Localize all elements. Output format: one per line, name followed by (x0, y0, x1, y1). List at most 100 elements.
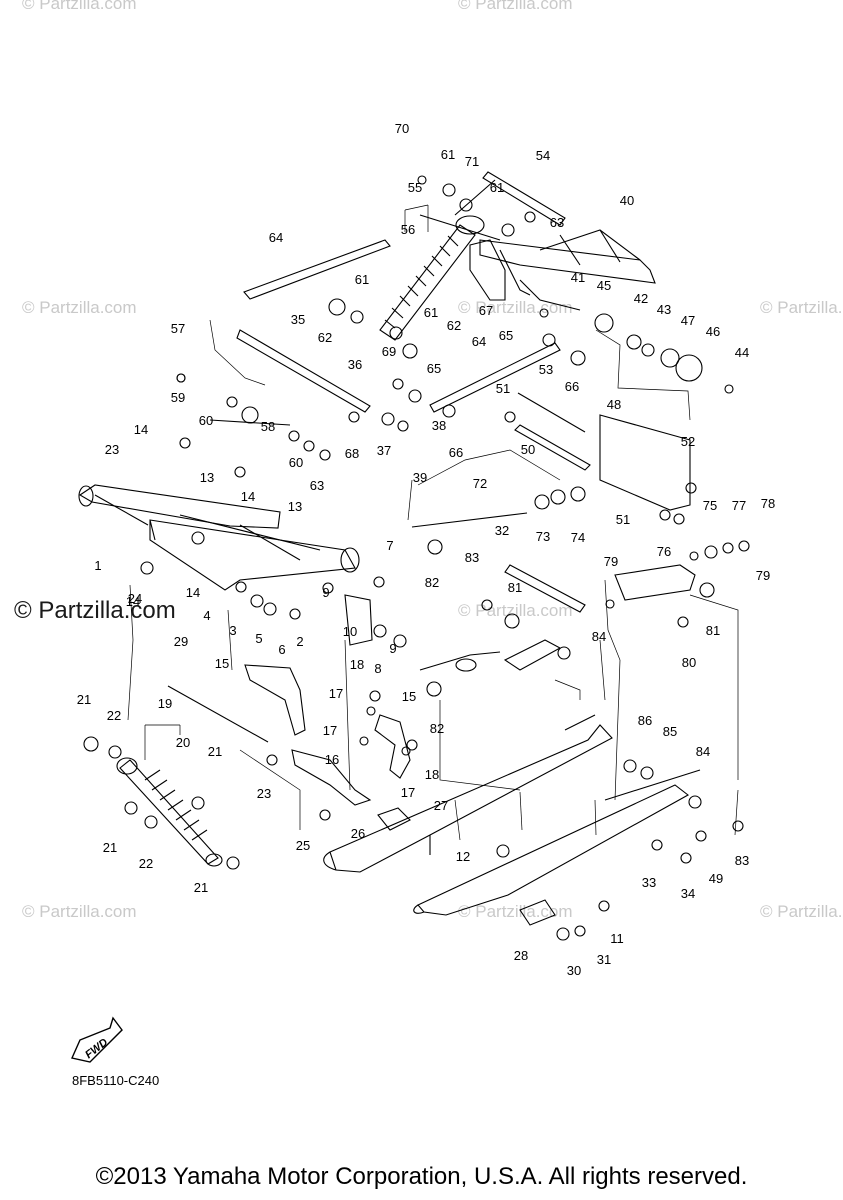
part-number-label: 21 (103, 840, 117, 855)
part-number-label: 9 (322, 585, 329, 600)
fwd-arrow (71, 1016, 123, 1063)
part-number-label: 53 (539, 362, 553, 377)
watermark: © Partzilla.com (458, 0, 573, 13)
part-number-label: 14 (126, 594, 140, 609)
watermark: © Partzilla.com (22, 298, 137, 317)
part-number-label: 10 (343, 624, 357, 639)
part-number-label: 19 (158, 696, 172, 711)
watermark: © Partzilla.com (760, 298, 843, 317)
part-number-label: 27 (434, 798, 448, 813)
part-number-label: 64 (472, 334, 486, 349)
part-number-label: 63 (310, 478, 324, 493)
part-number-label: 58 (261, 419, 275, 434)
part-number-label: 66 (449, 445, 463, 460)
brackets (244, 414, 696, 926)
part-number-label: 41 (571, 270, 585, 285)
part-number-label: 31 (597, 952, 611, 967)
part-number-label: 37 (377, 443, 391, 458)
front-arm (78, 484, 360, 591)
copyright-notice: ©2013 Yamaha Motor Corporation, U.S.A. A… (95, 1163, 748, 1190)
part-number-label: 32 (495, 523, 509, 538)
part-number-label: 82 (425, 575, 439, 590)
part-number-label: 39 (413, 470, 427, 485)
part-number-label: 80 (682, 655, 696, 670)
hardware (83, 175, 750, 941)
part-number-label: 74 (571, 530, 585, 545)
part-number-label: 29 (174, 634, 188, 649)
part-number-label: 26 (351, 826, 365, 841)
part-labels: 1234567899101112131314141414151516171717… (77, 121, 775, 978)
part-number-label: 79 (756, 568, 770, 583)
part-number-label: 14 (134, 422, 148, 437)
part-number-label: 68 (345, 446, 359, 461)
part-number-label: 46 (706, 324, 720, 339)
part-number-label: 21 (208, 744, 222, 759)
watermark: © Partzilla.com (458, 902, 573, 921)
part-number-label: 62 (447, 318, 461, 333)
part-number-label: 4 (203, 608, 210, 623)
part-number-label: 65 (499, 328, 513, 343)
watermark: © Partzilla.com (760, 902, 843, 921)
part-number-label: 84 (696, 744, 710, 759)
part-number-label: 22 (107, 708, 121, 723)
part-number-label: 6 (278, 642, 285, 657)
part-number-label: 77 (732, 498, 746, 513)
part-number-label: 28 (514, 948, 528, 963)
part-number-label: 78 (761, 496, 775, 511)
part-number-label: 23 (257, 786, 271, 801)
part-number-label: 9 (389, 641, 396, 656)
part-number-label: 70 (395, 121, 409, 136)
part-number-label: 14 (241, 489, 255, 504)
part-number-label: 65 (427, 361, 441, 376)
part-number-label: 22 (139, 856, 153, 871)
part-number-label: 60 (289, 455, 303, 470)
part-number-label: 45 (597, 278, 611, 293)
part-number-label: 7 (386, 538, 393, 553)
part-number-label: 13 (288, 499, 302, 514)
part-number-label: 79 (604, 554, 618, 569)
part-number-label: 33 (642, 875, 656, 890)
part-number-label: 57 (171, 321, 185, 336)
part-number-label: 17 (329, 686, 343, 701)
part-number-label: 71 (465, 154, 479, 169)
part-number-label: 83 (465, 550, 479, 565)
part-number-label: 61 (355, 272, 369, 287)
part-number-label: 1 (94, 558, 101, 573)
part-number-label: 63 (550, 215, 564, 230)
part-number-label: 34 (681, 886, 695, 901)
slide-rail-right (413, 769, 701, 916)
part-number-label: 56 (401, 222, 415, 237)
part-number-label: 50 (521, 442, 535, 457)
part-number-label: 36 (348, 357, 362, 372)
part-number-label: 59 (171, 390, 185, 405)
part-number-label: 15 (215, 656, 229, 671)
watermark: © Partzilla.com (458, 298, 573, 317)
part-number-label: 61 (490, 180, 504, 195)
part-number-label: 51 (496, 381, 510, 396)
part-number-label: 82 (430, 721, 444, 736)
reference-lines (127, 204, 739, 841)
part-number-label: 30 (567, 963, 581, 978)
part-number-label: 54 (536, 148, 550, 163)
part-number-label: 43 (657, 302, 671, 317)
part-number-label: 13 (200, 470, 214, 485)
watermark: © Partzilla.com (458, 601, 573, 620)
part-number-label: 64 (269, 230, 283, 245)
part-number-label: 61 (441, 147, 455, 162)
part-number-label: 24 (128, 591, 142, 606)
part-number-label: 18 (425, 767, 439, 782)
part-number-label: 3 (229, 623, 236, 638)
part-number-label: 44 (735, 345, 749, 360)
part-number-label: 15 (402, 689, 416, 704)
part-number-label: 62 (318, 330, 332, 345)
part-number-label: 55 (408, 180, 422, 195)
part-number-label: 83 (735, 853, 749, 868)
part-number-label: 5 (255, 631, 262, 646)
part-number-label: 76 (657, 544, 671, 559)
front-shock (116, 757, 223, 867)
fwd-arrow-label: FWD (83, 1036, 110, 1061)
part-number-label: 69 (382, 344, 396, 359)
slide-rail-left (323, 714, 613, 873)
part-number-label: 49 (709, 871, 723, 886)
